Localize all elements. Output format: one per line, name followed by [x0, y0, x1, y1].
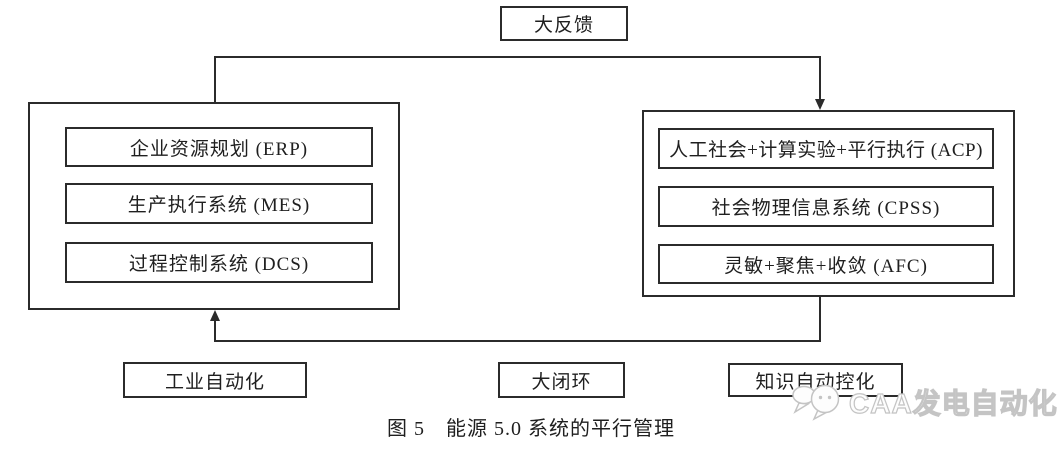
big-closed-loop-label-box: 大闭环: [498, 362, 625, 398]
industrial-automation-label-box: 工业自动化: [123, 362, 307, 398]
left-system-box: 企业资源规划 (ERP) 生产执行系统 (MES) 过程控制系统 (DCS): [28, 102, 400, 310]
big-closed-loop-label: 大闭环: [531, 371, 592, 393]
cpss-label: 社会物理信息系统 (CPSS): [711, 198, 941, 219]
erp-label: 企业资源规划 (ERP): [129, 138, 309, 160]
industrial-automation-label: 工业自动化: [164, 371, 265, 393]
dcs-box: 过程控制系统 (DCS): [65, 242, 373, 283]
arrowhead-down-icon: [815, 99, 825, 110]
cpss-box: 社会物理信息系统 (CPSS): [658, 186, 994, 227]
erp-box: 企业资源规划 (ERP): [65, 127, 373, 167]
mes-label: 生产执行系统 (MES): [127, 195, 311, 216]
dcs-label: 过程控制系统 (DCS): [128, 254, 310, 275]
acp-label: 人工社会+计算实验+平行执行 (ACP): [669, 140, 983, 161]
knowledge-automation-label-box: 知识自动控化: [728, 363, 903, 397]
mes-box: 生产执行系统 (MES): [65, 183, 373, 224]
right-system-box: 人工社会+计算实验+平行执行 (ACP) 社会物理信息系统 (CPSS) 灵敏+…: [642, 110, 1015, 297]
watermark: CAA发电自动化: [791, 378, 1058, 426]
top-feedback-line: [214, 56, 821, 102]
knowledge-automation-label: 知识自动控化: [755, 371, 876, 393]
big-feedback-label: 大反馈: [533, 15, 594, 36]
watermark-text: CAA发电自动化: [848, 387, 1058, 419]
acp-box: 人工社会+计算实验+平行执行 (ACP): [658, 128, 994, 169]
big-feedback-label-box: 大反馈: [500, 6, 628, 41]
figure-caption: 图 5 能源 5.0 系统的平行管理: [387, 418, 675, 440]
afc-box: 灵敏+聚焦+收敛 (AFC): [658, 244, 994, 284]
speech-bubbles-icon: [792, 384, 840, 421]
arrowhead-up-icon: [210, 310, 220, 321]
afc-label: 灵敏+聚焦+收敛 (AFC): [724, 255, 928, 277]
